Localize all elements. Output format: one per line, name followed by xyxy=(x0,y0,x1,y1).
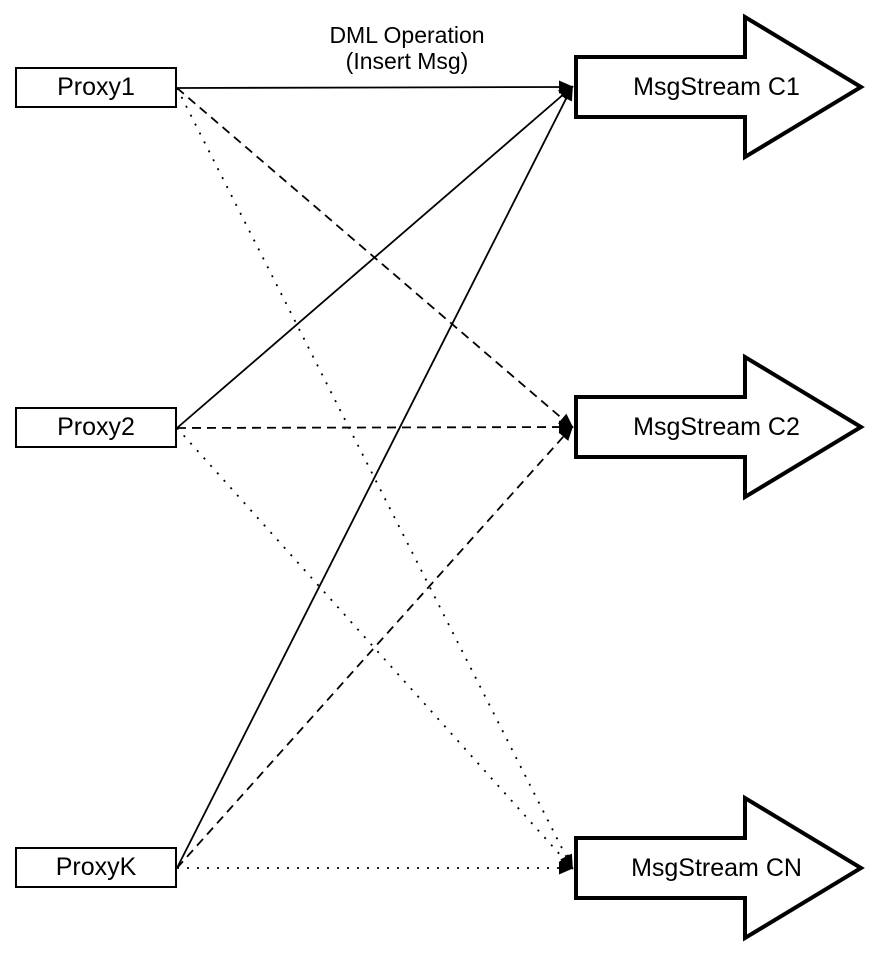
dml-operation-label-line1: DML Operation xyxy=(329,22,485,48)
proxy2-label: Proxy2 xyxy=(57,413,135,441)
proxy2-node: Proxy2 xyxy=(15,407,177,448)
connector-lines xyxy=(176,80,574,875)
proxy1-node: Proxy1 xyxy=(15,67,177,108)
proxyk-node: ProxyK xyxy=(15,847,177,888)
connector-proxy1-to-c1-solid-line xyxy=(176,80,574,94)
msgstream-c2-label: MsgStream C2 xyxy=(633,413,800,441)
proxy1-label: Proxy1 xyxy=(57,73,135,101)
msgstream-c1-arrow-shape xyxy=(574,13,865,161)
msgstream-c1-label: MsgStream C1 xyxy=(633,73,800,101)
connector-proxyk-to-c1-solid-line xyxy=(176,85,573,869)
dml-operation-label: DML Operation (Insert Msg) xyxy=(267,22,547,74)
msgstream-c2-arrow-shape xyxy=(574,353,865,501)
dml-operation-label-line2: (Insert Msg) xyxy=(345,48,469,74)
msgstream-cn-label: MsgStream CN xyxy=(631,854,802,882)
connector-proxy2-to-c2-dashed-line xyxy=(176,420,574,434)
proxyk-label: ProxyK xyxy=(55,853,137,881)
msgstream-cn-arrow-shape xyxy=(574,794,865,942)
connector-proxyk-to-c2-dashed-line xyxy=(176,425,574,869)
connector-proxy1-to-c2-dashed-line xyxy=(176,87,574,429)
